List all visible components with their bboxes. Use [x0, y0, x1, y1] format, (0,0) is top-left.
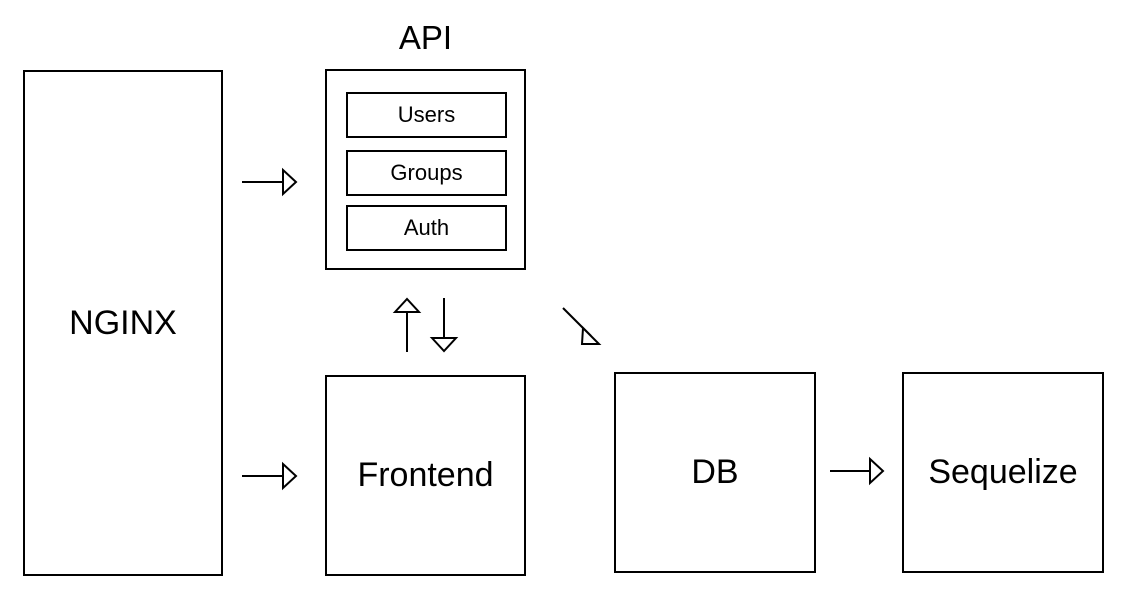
- api-module-auth: Auth: [346, 205, 507, 251]
- nginx-node: NGINX: [23, 70, 223, 576]
- arrow-nginx-to-frontend: [242, 461, 298, 491]
- frontend-label: Frontend: [357, 456, 494, 494]
- api-title: API: [398, 19, 453, 56]
- api-module-users: Users: [346, 92, 507, 138]
- nginx-label: NGINX: [69, 303, 177, 342]
- arrow-api-to-frontend: [429, 298, 459, 353]
- arrow-frontend-to-api: [392, 297, 422, 352]
- db-node: DB: [614, 372, 816, 573]
- db-label: DB: [691, 453, 739, 491]
- arrow-db-to-sequelize: [830, 456, 885, 486]
- sequelize-node: Sequelize: [902, 372, 1104, 573]
- arrow-api-to-db: [562, 307, 602, 345]
- api-node: Users Groups Auth: [325, 69, 526, 270]
- sequelize-label: Sequelize: [928, 453, 1078, 491]
- api-module-groups: Groups: [346, 150, 507, 196]
- frontend-node: Frontend: [325, 375, 526, 576]
- arrow-nginx-to-api: [242, 167, 298, 197]
